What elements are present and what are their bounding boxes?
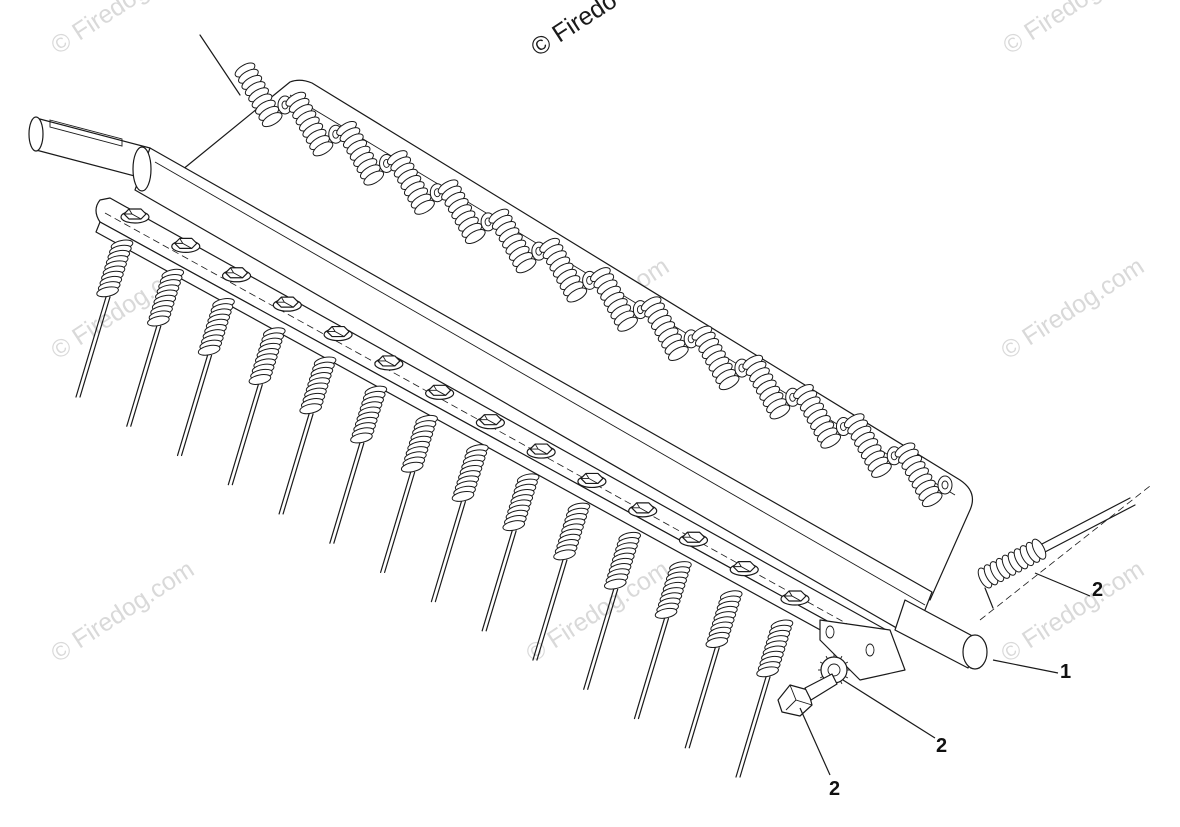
exploded-spring bbox=[977, 497, 1136, 609]
tine bbox=[633, 561, 692, 720]
hex-bolt-head bbox=[323, 325, 353, 342]
tine bbox=[735, 619, 794, 778]
hex-bolt-head bbox=[272, 296, 302, 312]
hex-bolt-head bbox=[120, 208, 150, 224]
coil-spring bbox=[590, 267, 648, 332]
tine bbox=[75, 239, 134, 398]
coil-spring bbox=[386, 150, 445, 215]
coil-spring bbox=[843, 413, 902, 478]
tine bbox=[278, 356, 337, 515]
bolt-heads bbox=[120, 208, 810, 606]
callout-washer: 2 bbox=[936, 735, 947, 757]
tine bbox=[430, 444, 489, 603]
tine bbox=[583, 531, 641, 690]
watermark: © Firedog.com bbox=[996, 252, 1149, 365]
hex-bolt-head bbox=[221, 267, 252, 283]
leader-bolt bbox=[799, 707, 831, 776]
spring-wire-end bbox=[199, 34, 241, 96]
tine bbox=[532, 502, 591, 661]
leader-lines bbox=[799, 572, 1091, 776]
coil-spring bbox=[691, 325, 750, 391]
top-springs bbox=[234, 62, 953, 508]
hex-bolt-head bbox=[526, 443, 556, 459]
callout-bolt: 2 bbox=[829, 778, 840, 800]
coil-spring bbox=[894, 442, 953, 508]
callout-shaft: 1 bbox=[1060, 661, 1071, 683]
hex-bolt-head bbox=[729, 561, 759, 577]
tine bbox=[380, 414, 438, 573]
leader-shaft bbox=[992, 659, 1059, 674]
coil-spring bbox=[640, 296, 699, 361]
watermark-top: © Firedo bbox=[526, 0, 622, 62]
hex-bolt-head bbox=[475, 414, 505, 430]
tines bbox=[75, 239, 794, 778]
hex-bolt-head bbox=[628, 502, 658, 518]
tine bbox=[227, 327, 286, 486]
watermark: © Firedog.com bbox=[998, 0, 1151, 60]
hex-bolt-head bbox=[577, 472, 607, 489]
watermark: © Firedog.com bbox=[46, 0, 199, 60]
callout-spring: 2 bbox=[1092, 579, 1103, 601]
end-bracket bbox=[819, 619, 906, 681]
coil-spring bbox=[488, 208, 547, 274]
tine bbox=[176, 298, 235, 457]
tine bbox=[329, 385, 388, 544]
shaft-left-end bbox=[28, 116, 151, 181]
coil-spring bbox=[285, 91, 344, 157]
watermark: © Firedog.com bbox=[521, 555, 674, 668]
hex-bolt-head bbox=[374, 355, 404, 371]
hex-bolt-head bbox=[425, 384, 455, 400]
hex-bolt-head bbox=[678, 531, 709, 547]
coil-spring bbox=[234, 62, 293, 128]
tine bbox=[126, 268, 185, 427]
tine bbox=[684, 590, 743, 749]
leader-spring bbox=[1034, 572, 1091, 597]
hex-bolt-head bbox=[171, 237, 201, 253]
coil-spring bbox=[539, 237, 598, 303]
coil-spring bbox=[793, 384, 851, 449]
shaft-right-end bbox=[894, 485, 1151, 670]
bolt bbox=[777, 673, 838, 717]
tine bbox=[481, 473, 540, 632]
watermark: © Firedog.com bbox=[46, 555, 199, 668]
leader-washer bbox=[842, 679, 936, 739]
hex-bolt-head bbox=[780, 590, 810, 606]
coil-spring bbox=[437, 179, 496, 245]
